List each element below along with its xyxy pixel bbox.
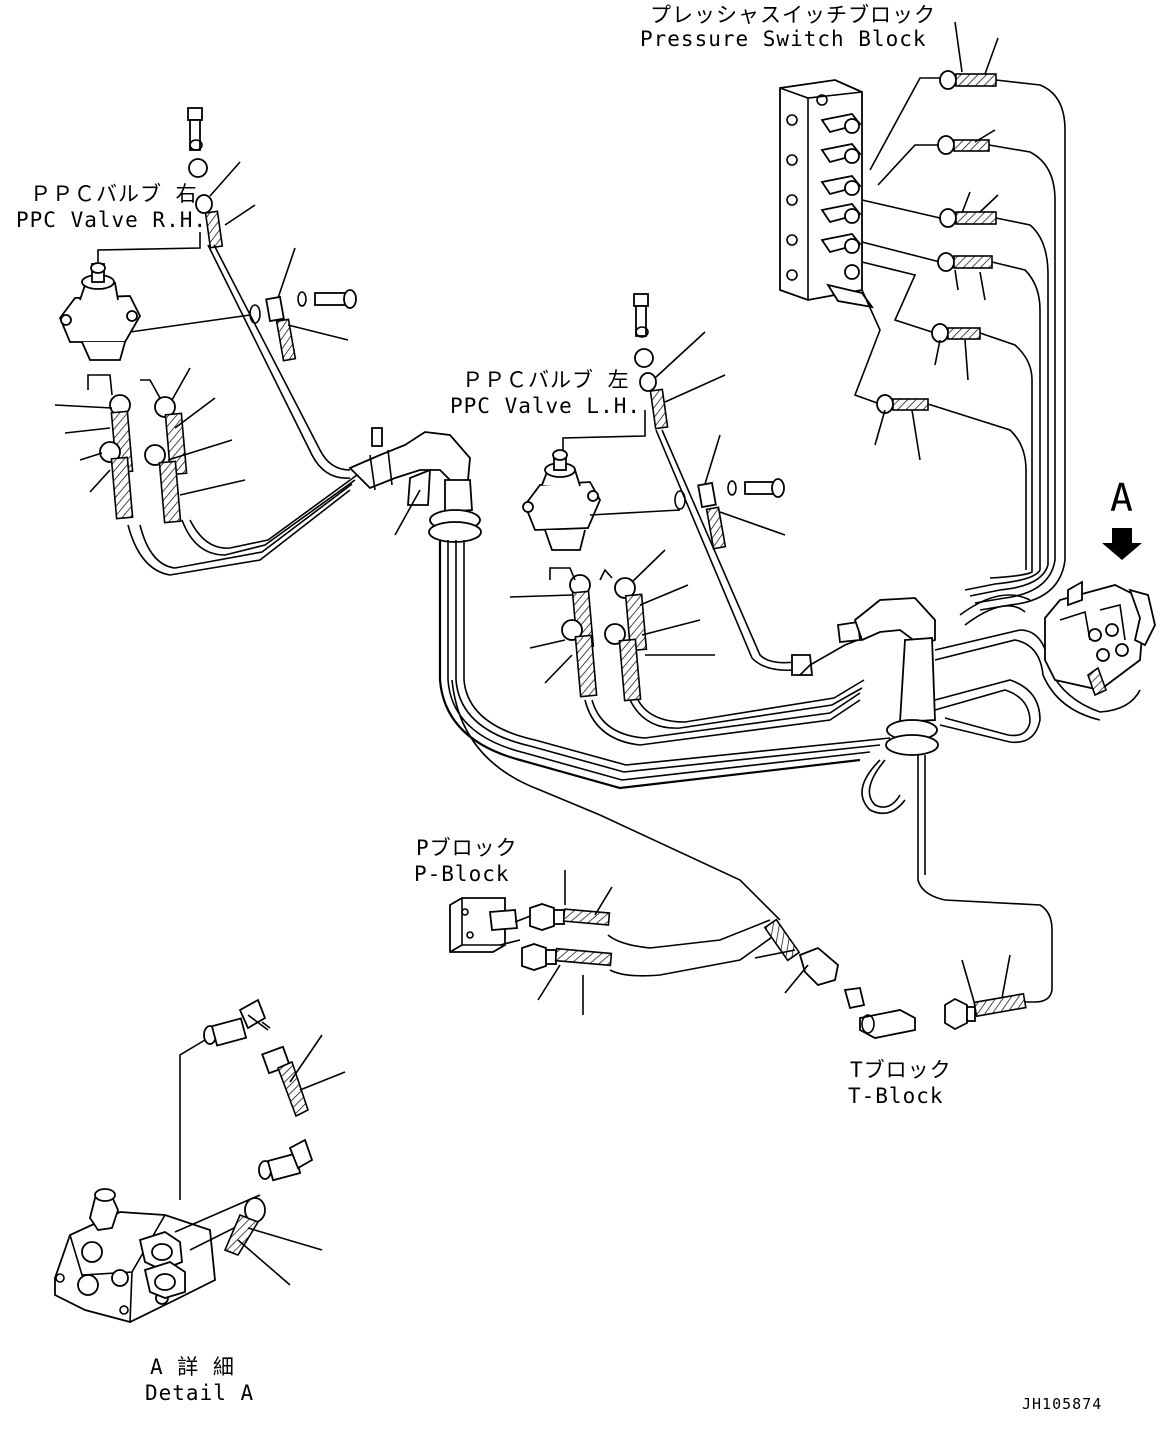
hose-end-6 bbox=[876, 394, 929, 414]
swivel-connector bbox=[754, 918, 866, 1010]
hose-end-4 bbox=[937, 252, 993, 272]
pressure-switch-block bbox=[779, 79, 875, 309]
pressure-switch-hoses bbox=[853, 21, 1066, 611]
view-arrow-a bbox=[1102, 528, 1142, 560]
hose-end-3 bbox=[939, 208, 997, 228]
detail-a-switch-2 bbox=[258, 1138, 314, 1182]
rh-elbow-fitting bbox=[348, 427, 891, 921]
valve-block-right bbox=[1044, 580, 1156, 697]
t-block bbox=[859, 954, 1027, 1039]
detail-a-hose-1 bbox=[261, 1034, 346, 1118]
p-block-hose-1 bbox=[529, 903, 611, 931]
ppc-valve-lh-label-jp: ＰＰＣバルブ 左 bbox=[462, 368, 630, 392]
detail-a-label-en: Detail A bbox=[145, 1381, 255, 1405]
ppc-valve-rh-label-jp: ＰＰＣバルブ 右 bbox=[30, 182, 198, 206]
lh-elbow-fitting bbox=[791, 594, 1141, 1003]
ppc-valve-rh-label-en: PPC Valve R.H. bbox=[16, 208, 208, 232]
hose-end-1 bbox=[939, 70, 997, 90]
ppc-rh-top-fitting bbox=[187, 107, 351, 479]
ppc-valve-lh-label-en: PPC Valve L.H. bbox=[450, 394, 642, 418]
view-marker-label: A bbox=[1110, 476, 1134, 520]
detail-a-switch-1 bbox=[203, 998, 271, 1047]
ppc-lh-side-fitting bbox=[674, 434, 786, 550]
ppc-lh-top-fitting bbox=[633, 293, 796, 672]
detail-a-hose-2 bbox=[223, 1197, 323, 1286]
p-block-label-jp: Pブロック bbox=[416, 836, 518, 860]
detail-a-label-jp: A 詳 細 bbox=[150, 1355, 235, 1379]
p-block bbox=[449, 870, 776, 1015]
t-block-label-jp: Tブロック bbox=[850, 1058, 952, 1082]
pressure-switch-block-label-en: Pressure Switch Block bbox=[640, 27, 927, 51]
ppc-rh-side-fitting bbox=[249, 247, 357, 362]
ppc-valve-lh bbox=[522, 410, 681, 551]
switch-fittings bbox=[820, 113, 875, 309]
ppc-valve-rh bbox=[58, 232, 251, 361]
drawing-number: JH105874 bbox=[1022, 1395, 1103, 1413]
p-block-label-en: P-Block bbox=[414, 862, 510, 886]
pressure-switch-block-label-jp: プレッシャスイッチブロック bbox=[650, 3, 936, 27]
ppc-lh-hoses bbox=[509, 549, 865, 746]
ppc-rh-hoses bbox=[54, 367, 358, 576]
detail-a-assembly bbox=[54, 998, 346, 1323]
hose-end-5 bbox=[931, 323, 981, 343]
p-block-hose-2 bbox=[521, 943, 613, 971]
t-block-label-en: T-Block bbox=[848, 1084, 944, 1108]
